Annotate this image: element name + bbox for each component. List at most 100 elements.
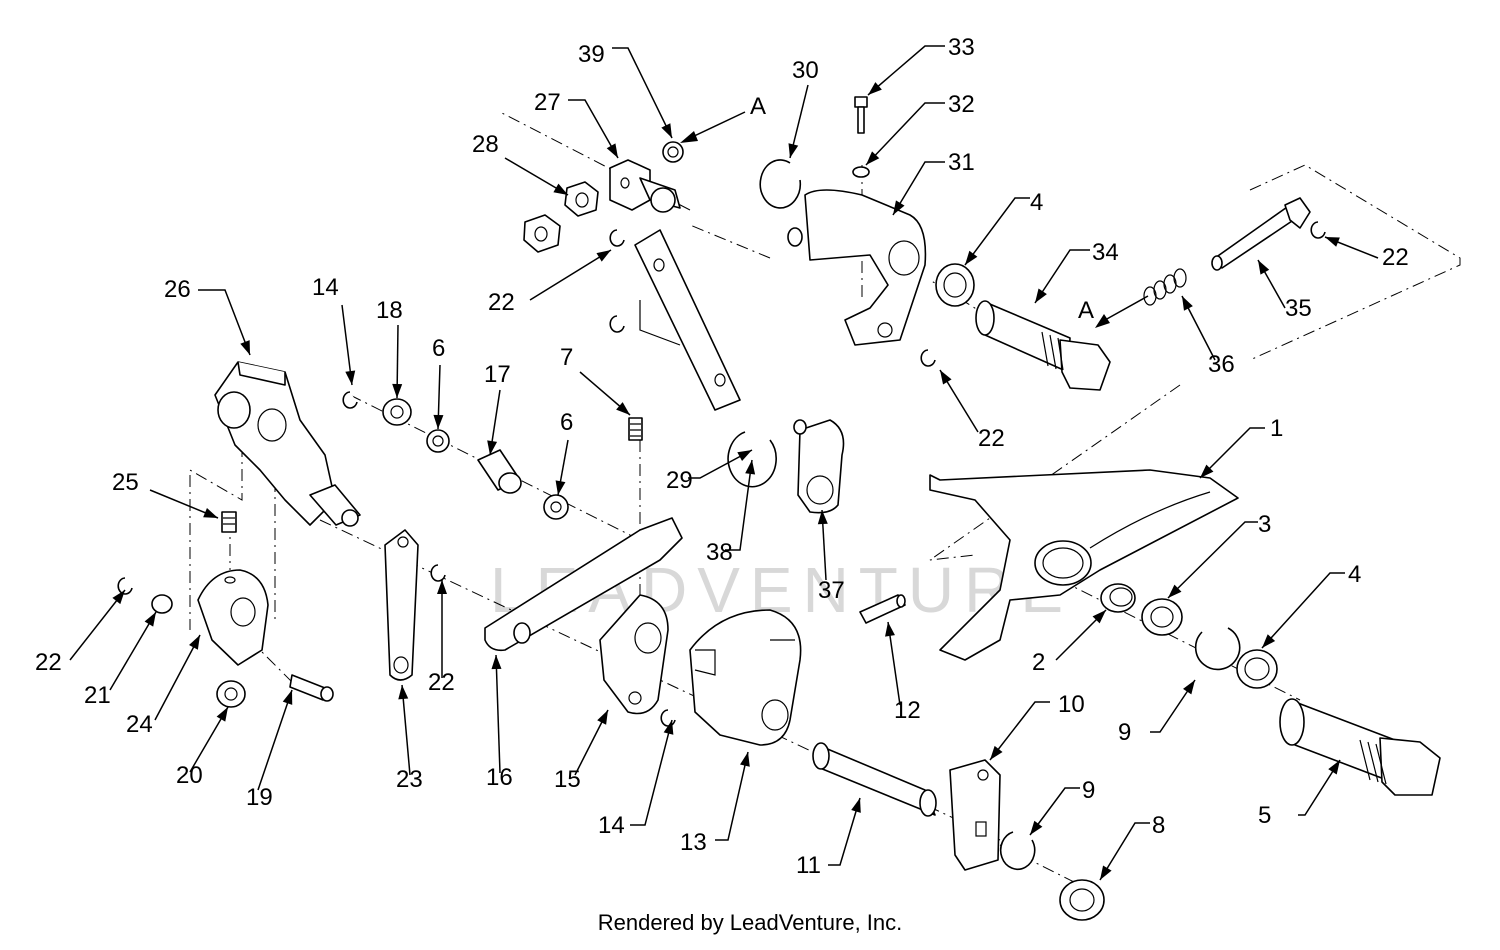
arrowhead-14 xyxy=(663,720,674,735)
leader-line-21 xyxy=(109,611,157,691)
callout-label-38: 38 xyxy=(706,539,733,566)
section-marker-label-a-top: A xyxy=(750,93,766,120)
lever-part-15 xyxy=(599,594,669,715)
leader-line-19 xyxy=(257,689,293,791)
callout-label-22: 22 xyxy=(1382,244,1409,271)
callout-label-29: 29 xyxy=(666,467,693,494)
leader-line-39 xyxy=(612,47,673,139)
arrowhead-25 xyxy=(203,508,218,518)
callout-label-6: 6 xyxy=(432,335,445,362)
washer-part-39 xyxy=(662,141,684,163)
arrowhead-20 xyxy=(216,707,228,722)
callout-label-6: 6 xyxy=(560,409,573,436)
callout-label-21: 21 xyxy=(84,682,111,709)
leader-line-27 xyxy=(568,99,619,159)
snap-ring-part-14-lower xyxy=(660,709,676,727)
washer-part-32 xyxy=(852,166,870,178)
link-part-23 xyxy=(384,529,419,681)
arrowhead-18 xyxy=(392,383,403,398)
callout-label-27: 27 xyxy=(534,89,561,116)
bolt-part-34 xyxy=(975,300,1111,391)
arrowhead-35 xyxy=(1258,260,1270,275)
callout-label-31: 31 xyxy=(948,149,975,176)
arrowhead-13 xyxy=(740,752,750,767)
arrowhead-24 xyxy=(189,635,200,650)
arrowhead-23 xyxy=(398,685,409,700)
callout-label-9: 9 xyxy=(1118,719,1131,746)
arrowhead-12 xyxy=(885,622,895,637)
callout-label-16: 16 xyxy=(486,764,513,791)
arrowhead-4 xyxy=(1262,634,1276,648)
callout-label-2: 2 xyxy=(1032,649,1045,676)
washer-part-18 xyxy=(382,398,412,426)
arrowhead-39 xyxy=(661,123,672,138)
leader-line-29 xyxy=(688,449,753,479)
leader-line-13 xyxy=(715,751,749,841)
callout-label-4: 4 xyxy=(1348,561,1361,588)
setscrew-part-7 xyxy=(628,417,643,441)
leader-line-9 xyxy=(1029,787,1080,836)
callout-label-4: 4 xyxy=(1030,189,1043,216)
block-part-13 xyxy=(689,609,802,746)
callout-label-22: 22 xyxy=(978,425,1005,452)
callout-label-26: 26 xyxy=(164,276,191,303)
callout-label-23: 23 xyxy=(396,766,423,793)
shift-arm-part-31 xyxy=(787,189,927,346)
washer-part-4-lower xyxy=(1236,649,1278,689)
washer-part-8 xyxy=(1059,879,1105,921)
arrowhead-8 xyxy=(1100,865,1112,880)
callout-label-22: 22 xyxy=(35,649,62,676)
callout-label-9: 9 xyxy=(1082,777,1095,804)
callout-label-19: 19 xyxy=(246,784,273,811)
callout-label-24: 24 xyxy=(126,711,153,738)
callout-label-14: 14 xyxy=(312,274,339,301)
leader-line-22 xyxy=(529,249,612,301)
arrowhead-21 xyxy=(144,612,156,627)
arrowhead-15 xyxy=(597,710,608,725)
arrowhead-22 xyxy=(940,370,952,385)
section-marker-a-top: A xyxy=(680,93,766,143)
snap-ring-part-9 xyxy=(1194,627,1241,671)
callout-label-13: 13 xyxy=(680,829,707,856)
leader-line-3 xyxy=(1167,521,1258,599)
leader-line-31 xyxy=(892,161,945,216)
arrowhead-26 xyxy=(240,340,250,355)
snap-ring-part-9-lower xyxy=(999,831,1036,870)
leader-line-24 xyxy=(154,634,201,721)
callout-label-3: 3 xyxy=(1258,511,1271,538)
shaft-part-16 xyxy=(484,517,683,652)
callout-label-25: 25 xyxy=(112,469,139,496)
fork-arm-part-1 xyxy=(929,469,1239,661)
pin-part-19 xyxy=(289,674,334,702)
section-marker-label-a-bottom: A xyxy=(1078,297,1094,324)
snap-ring-part-30 xyxy=(759,159,802,209)
callout-label-20: 20 xyxy=(176,762,203,789)
arrowhead-10 xyxy=(990,745,1003,760)
snap-ring-part-38 xyxy=(727,431,777,488)
washer-part-20 xyxy=(216,680,246,708)
callout-label-39: 39 xyxy=(578,41,605,68)
arrowhead-33 xyxy=(868,82,882,95)
arrowhead-27 xyxy=(606,143,618,158)
arrowhead-4 xyxy=(965,250,978,265)
bolt-part-33 xyxy=(854,96,868,134)
lever-part-37 xyxy=(793,419,845,514)
arrowhead-7 xyxy=(616,402,630,415)
callout-label-22: 22 xyxy=(428,669,455,696)
footer-credit: Rendered by LeadVenture, Inc. xyxy=(597,910,903,935)
callout-label-5: 5 xyxy=(1258,802,1271,829)
callout-label-7: 7 xyxy=(560,344,573,371)
arrowhead-22 xyxy=(437,580,447,594)
snap-ring-part-22-right xyxy=(1310,221,1326,239)
callout-label-14: 14 xyxy=(598,812,625,839)
arrowhead-22 xyxy=(1325,237,1340,247)
callout-label-35: 35 xyxy=(1285,295,1312,322)
bolt-part-5 xyxy=(1279,698,1441,796)
callout-label-18: 18 xyxy=(376,297,403,324)
leader-lines xyxy=(69,45,1379,881)
arrowhead-6 xyxy=(555,480,566,495)
leader-line-34 xyxy=(1034,249,1090,304)
leader-line-33 xyxy=(867,45,945,96)
arrowhead-30 xyxy=(788,143,799,158)
callout-label-1: 1 xyxy=(1270,415,1283,442)
